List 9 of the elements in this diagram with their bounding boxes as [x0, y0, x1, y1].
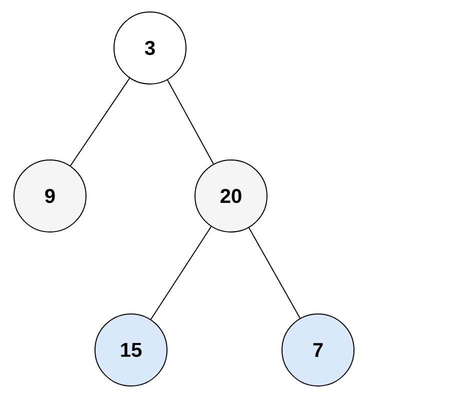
edge-line: [70, 78, 130, 166]
edge-line: [167, 80, 214, 164]
edge-line: [248, 227, 301, 319]
tree-node: 3: [114, 12, 186, 84]
tree-node: 15: [94, 313, 168, 386]
tree-node: 9: [14, 160, 86, 232]
tree-node: 20: [194, 160, 268, 232]
edge-line: [150, 226, 212, 320]
tree-node: 7: [282, 313, 354, 386]
